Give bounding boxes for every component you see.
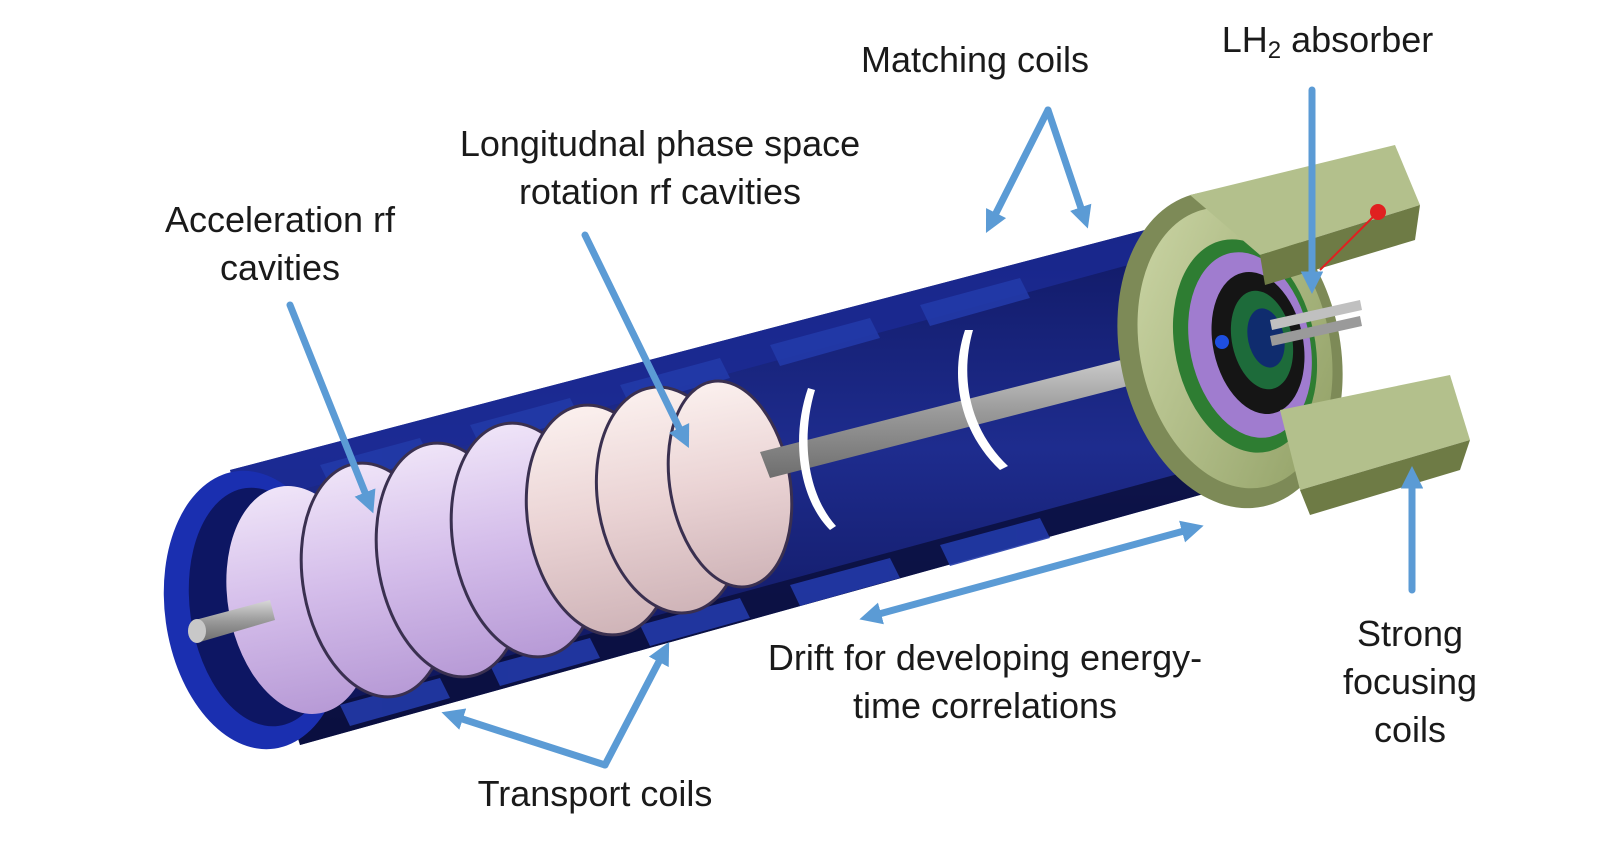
label-drift-line1: Drift for developing energy- xyxy=(767,637,1203,678)
label-drift: Drift for developing energy- time correl… xyxy=(725,634,1245,730)
label-absorber-sub: 2 xyxy=(1267,37,1282,64)
label-drift-line2: time correlations xyxy=(852,685,1118,726)
label-focusing-coils: Strong focusing coils xyxy=(1320,610,1500,754)
phase-rotation-cavities xyxy=(524,379,794,637)
drift-gaps xyxy=(799,330,1008,530)
arrow-matching-right xyxy=(1044,106,1092,229)
label-phase-rotation-cavities: Longitudnal phase space rotation rf cavi… xyxy=(425,120,895,216)
label-phase-rotation-line1: Longitudnal phase space xyxy=(459,123,861,164)
label-acceleration-line1: Acceleration rf xyxy=(164,199,396,240)
label-transport-coils: Transport coils xyxy=(477,773,713,814)
arrow-phase-rotation xyxy=(581,231,690,449)
label-absorber-suffix: absorber xyxy=(1281,19,1434,60)
focusing-assembly xyxy=(1117,145,1470,515)
label-absorber-prefix: LH xyxy=(1221,19,1268,60)
label-phase-rotation-line2: rotation rf cavities xyxy=(518,171,802,212)
transport-coil-bands xyxy=(320,278,1050,726)
label-focusing-line1: Strong xyxy=(1356,613,1464,654)
arrow-transport-left xyxy=(441,708,609,769)
label-focusing-line3: coils xyxy=(1373,709,1447,750)
label-absorber: LH2 absorber xyxy=(1195,16,1460,75)
arrow-acceleration xyxy=(286,301,376,514)
label-acceleration-cavities: Acceleration rf cavities xyxy=(140,196,420,292)
label-focusing-line2: focusing xyxy=(1342,661,1478,702)
arrow-matching-left xyxy=(985,106,1052,234)
arrow-transport-right xyxy=(601,642,670,769)
pointer-arrows xyxy=(286,86,1424,769)
label-acceleration-line2: cavities xyxy=(219,247,341,288)
arrow-drift xyxy=(859,520,1204,625)
label-matching-coils: Matching coils xyxy=(860,39,1090,80)
beam-pipe xyxy=(188,345,1190,643)
